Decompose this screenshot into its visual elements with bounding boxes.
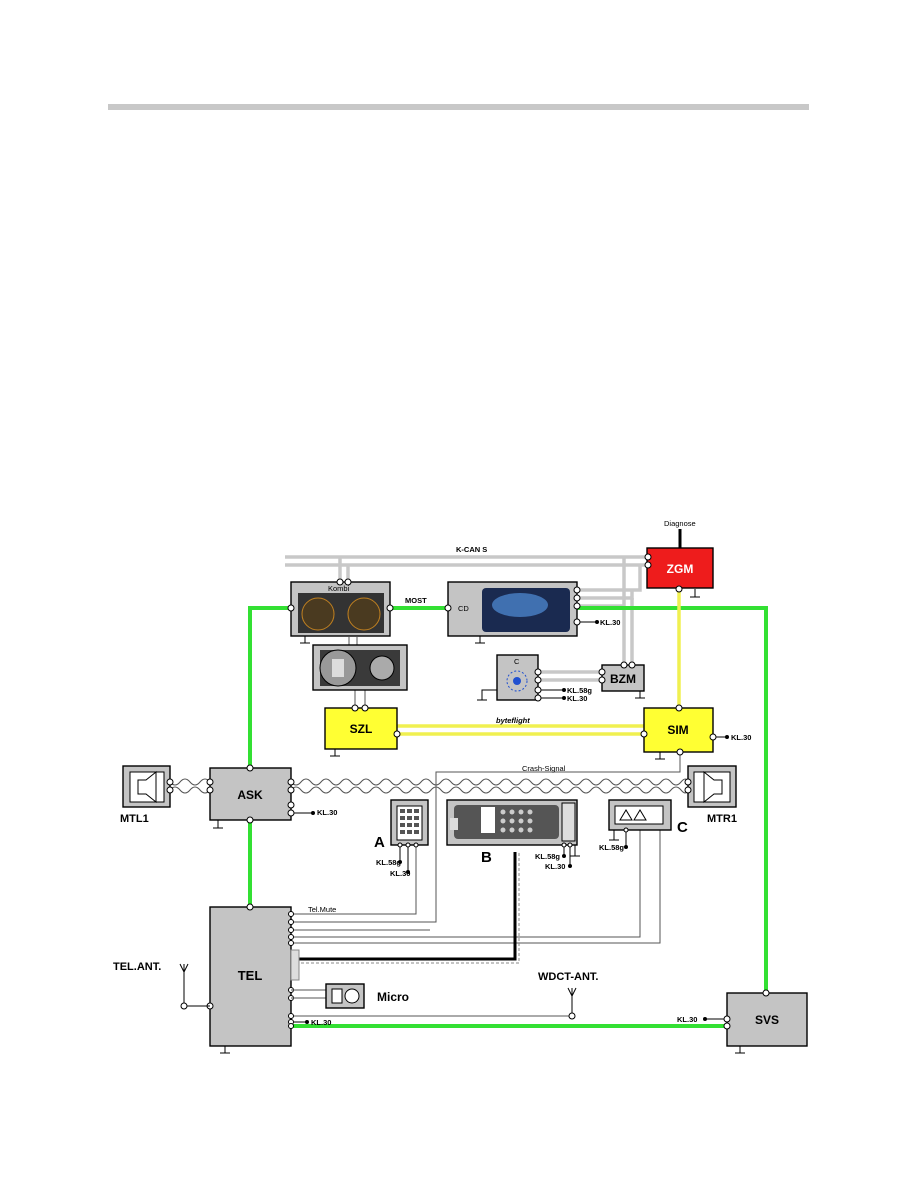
switch-block-c: C KL.58g xyxy=(599,799,688,852)
mtr1-label: MTR1 xyxy=(707,813,737,825)
kombi-module: Kombi xyxy=(287,578,394,644)
tel-label: TEL xyxy=(238,968,263,983)
tel-antenna: TEL.ANT. xyxy=(113,961,210,1010)
kl58g-c: KL.58g xyxy=(599,843,624,852)
kl30-tel: KL.30 xyxy=(311,1018,331,1027)
cd-label: CD xyxy=(458,604,469,613)
ask-label: ASK xyxy=(237,788,263,802)
diagnose-label: Diagnose xyxy=(664,519,696,528)
sim-label: SIM xyxy=(667,723,688,737)
phone-console-b: B KL.58g KL.30 xyxy=(446,799,580,871)
controller-module: C KL.58g KL.30 xyxy=(477,654,592,703)
tel-module: TEL Tel.Mute KL.30 xyxy=(206,903,336,1054)
tel-ant-label: TEL.ANT. xyxy=(113,961,161,973)
mtl1-label: MTL1 xyxy=(120,813,149,825)
kl30-sim: KL.30 xyxy=(731,733,751,742)
signal-wiring xyxy=(291,637,681,1017)
crash-signal-label: Crash-Signal xyxy=(522,764,566,773)
zgm-module: ZGM xyxy=(644,547,714,598)
szl-label: SZL xyxy=(350,722,373,736)
svs-label: SVS xyxy=(755,1013,779,1027)
mtr1-speaker: MTR1 xyxy=(684,765,737,825)
microphone: Micro xyxy=(291,983,409,1009)
wdct-antenna: WDCT-ANT. xyxy=(538,971,599,1020)
kl30-svs: KL.30 xyxy=(677,1015,697,1024)
mtl1-speaker: MTL1 xyxy=(120,765,174,825)
byteflight-label: byteflight xyxy=(496,716,530,725)
wdct-ant-label: WDCT-ANT. xyxy=(538,971,599,983)
micro-label: Micro xyxy=(377,990,409,1004)
most-bus xyxy=(248,606,768,1028)
kl30-ctrl: KL.30 xyxy=(567,694,587,703)
kl30-b: KL.30 xyxy=(545,862,565,871)
label-c: C xyxy=(677,819,688,836)
cd-module: CD KL.30 xyxy=(444,581,620,644)
label-b: B xyxy=(481,849,492,866)
kl58g-a: KL.58g xyxy=(376,858,401,867)
kl30-ask: KL.30 xyxy=(317,808,337,817)
kl58g-ctrl: KL.58g xyxy=(567,686,592,695)
szl-module: SZL xyxy=(324,704,401,757)
phone-button-panel xyxy=(312,644,408,691)
bzm-label: BZM xyxy=(610,672,636,686)
byteflight-bus xyxy=(397,590,681,736)
kombi-label: Kombi xyxy=(328,584,350,593)
zgm-label: ZGM xyxy=(667,562,694,576)
kl58g-b: KL.58g xyxy=(535,852,560,861)
controller-c-label: C xyxy=(514,657,520,666)
most-label: MOST xyxy=(405,596,427,605)
kcan-label: K-CAN S xyxy=(456,545,487,554)
kl30-cd: KL.30 xyxy=(600,618,620,627)
tel-mute-label: Tel.Mute xyxy=(308,905,336,914)
keypad-a: A KL.58g KL.30 xyxy=(374,799,429,878)
audio-lines xyxy=(169,778,689,794)
bzm-module: BZM xyxy=(598,661,645,699)
header-rule xyxy=(108,104,809,110)
kcan-bus xyxy=(285,555,648,682)
label-a: A xyxy=(374,834,385,851)
svs-module: SVS KL.30 xyxy=(677,989,808,1054)
ask-module: ASK KL.30 xyxy=(206,764,337,829)
kl30-a: KL.30 xyxy=(390,869,410,878)
sim-module: SIM KL.30 xyxy=(640,704,751,760)
